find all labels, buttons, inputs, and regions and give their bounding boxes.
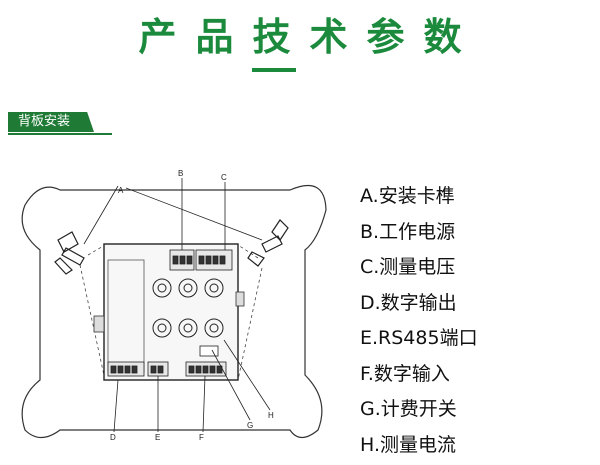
terminal-block-voltage bbox=[196, 250, 232, 270]
callout-h: H bbox=[268, 411, 274, 420]
rear-panel-diagram: A B C D E F G H bbox=[0, 140, 340, 460]
legend-item: A.安装卡榫 bbox=[360, 181, 478, 217]
terminal-block-rs485 bbox=[148, 362, 168, 376]
legend-item: D.数字输出 bbox=[360, 288, 478, 324]
callout-d: D bbox=[110, 433, 116, 442]
billing-switch bbox=[200, 346, 218, 356]
callout-b: B bbox=[178, 169, 183, 178]
title-underline bbox=[252, 68, 296, 72]
parts-legend: A.安装卡榫 B.工作电源 C.测量电压 D.数字输出 E.RS485端口 F.… bbox=[360, 181, 478, 465]
legend-item: G.计费开关 bbox=[360, 394, 478, 430]
legend-item: C.测量电压 bbox=[360, 252, 478, 288]
callout-e: E bbox=[155, 433, 160, 442]
callout-a: A bbox=[118, 186, 124, 195]
mounting-clip-right bbox=[248, 220, 288, 266]
side-latch-right bbox=[236, 292, 244, 306]
callout-c: C bbox=[221, 173, 227, 182]
page-title: 产品技术参数 bbox=[0, 6, 600, 61]
legend-item: F.数字输入 bbox=[360, 359, 478, 395]
legend-item: B.工作电源 bbox=[360, 217, 478, 253]
mounting-clip-left bbox=[55, 232, 84, 274]
section-tag: 背板安装 bbox=[8, 112, 94, 132]
terminal-block-digital-output bbox=[108, 362, 144, 376]
legend-item: E.RS485端口 bbox=[360, 323, 478, 359]
callout-g: G bbox=[247, 421, 253, 430]
callout-f: F bbox=[199, 433, 204, 442]
side-latch bbox=[94, 316, 104, 332]
terminal-block-power bbox=[170, 250, 194, 270]
section-rule bbox=[8, 133, 112, 135]
legend-item: H.测量电流 bbox=[360, 430, 478, 465]
